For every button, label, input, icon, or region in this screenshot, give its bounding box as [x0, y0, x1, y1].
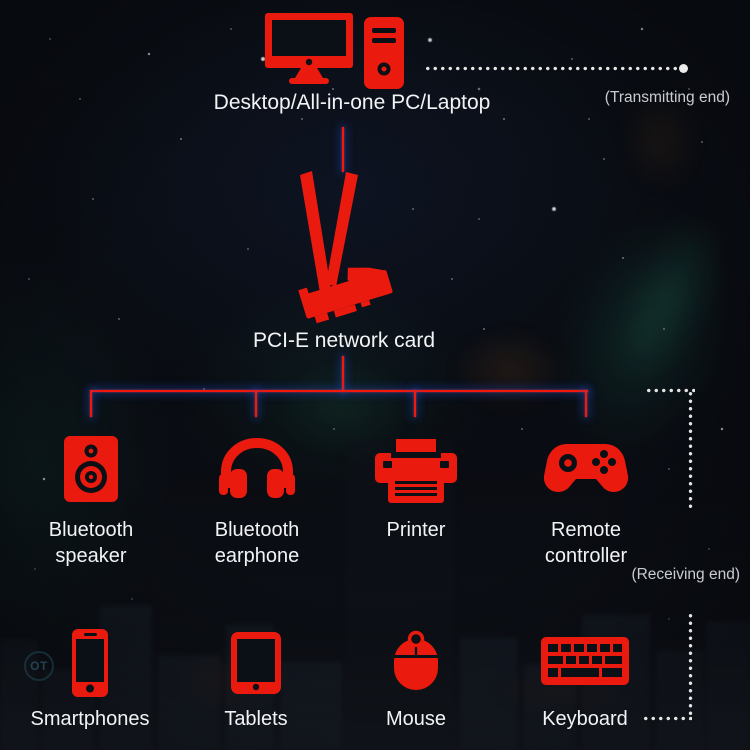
device-printer: Printer	[331, 434, 501, 543]
transmitting-device-label: Desktop/All-in-one PC/Laptop	[213, 91, 491, 114]
device-keyboard: Keyboard	[500, 626, 670, 732]
device-label: Keyboard	[542, 708, 628, 730]
remote-controller-icon	[543, 444, 629, 492]
building	[706, 622, 750, 750]
receiving-bracket-top	[645, 388, 695, 393]
hub-label: PCI-E network card	[252, 329, 436, 352]
receiving-bracket-upper	[688, 390, 693, 512]
printer-icon	[375, 439, 457, 503]
mouse-icon	[394, 630, 438, 690]
connector-card-to-tree	[342, 356, 344, 392]
device-mouse: Mouse	[331, 626, 501, 732]
desktop-pc-icon	[265, 13, 404, 89]
tree-drop-printer	[414, 390, 416, 417]
receiving-bracket-lower	[688, 612, 693, 720]
device-label: Smartphones	[30, 708, 150, 730]
device-smartphones: Smartphones	[5, 626, 175, 732]
background-watermark: OT	[24, 651, 54, 681]
transmitting-dotted-line	[424, 66, 678, 71]
nebula-orange-upper	[596, 55, 726, 225]
bluetooth-earphone-icon	[219, 438, 295, 498]
tree-drop-controller	[585, 390, 587, 417]
tree-drop-speaker	[90, 390, 92, 417]
building	[158, 655, 220, 750]
device-tablets: Tablets	[171, 626, 341, 732]
nebula-orange	[415, 295, 605, 445]
city-warm-glow	[140, 630, 320, 730]
tree-drop-earphone	[255, 390, 257, 417]
connector-pc-to-card	[342, 127, 344, 172]
transmitting-line-end-dot	[679, 64, 688, 73]
building	[280, 662, 342, 750]
bluetooth-speaker-icon	[64, 436, 118, 502]
device-label: Printer	[386, 519, 446, 541]
building	[460, 638, 518, 750]
device-label: Mouse	[385, 708, 447, 730]
smartphone-icon	[72, 629, 108, 697]
transmitting-end-note: (Transmitting end)	[604, 89, 730, 106]
pcie-network-card-icon	[298, 171, 393, 324]
tablet-icon	[231, 632, 281, 694]
device-label: Tablets	[224, 708, 288, 730]
keyboard-icon	[541, 637, 629, 685]
building	[100, 605, 152, 750]
tree-horizontal-line	[92, 390, 588, 392]
city-fog	[0, 500, 750, 750]
receiving-end-note: (Receiving end)	[631, 566, 740, 583]
receiving-bracket-bottom	[642, 716, 692, 721]
building	[656, 650, 704, 750]
